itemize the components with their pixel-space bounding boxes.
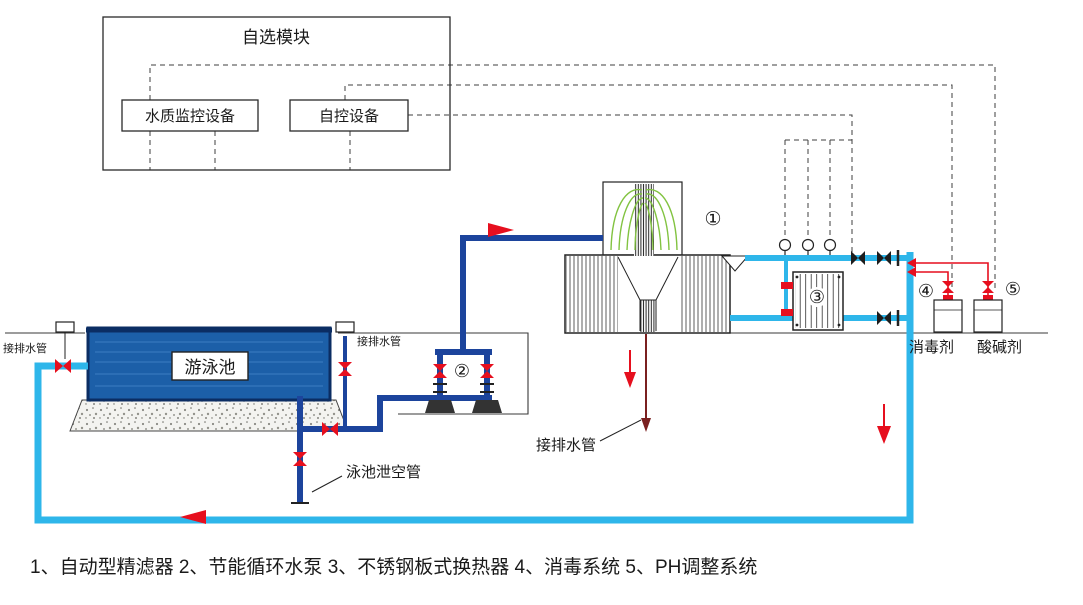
filter-hatch-left [566, 256, 618, 332]
marker-3: ③ [809, 287, 825, 307]
motor-valves [778, 238, 837, 255]
pump-units [425, 383, 502, 413]
marker-5: ⑤ [1005, 279, 1021, 299]
module-title: 自选模块 [242, 28, 310, 47]
pool-concrete-base [69, 399, 349, 432]
auto-control-box [289, 99, 409, 132]
filter-outlet-hopper [720, 255, 750, 272]
pool-name: 游泳池 [185, 358, 236, 377]
drain-right-label: 接排水管 [357, 334, 401, 348]
filter-green-distributor [610, 188, 678, 251]
hx-stub-top [781, 282, 793, 289]
flow-arrow-down-mid [624, 372, 636, 388]
pump1-valve [433, 364, 447, 378]
disinfectant-tank [933, 299, 963, 333]
tank1-pump-head [943, 295, 953, 300]
motor-valve-1 [778, 238, 792, 252]
pool-name-plate [171, 351, 249, 381]
filter-hatch-right [680, 256, 729, 332]
filter-center-column [634, 184, 654, 256]
disinfectant-label: 消毒剂 [909, 339, 954, 356]
filter-vessel [564, 181, 750, 334]
flow-arrow-tails [629, 350, 885, 426]
drain-mid-label: 接排水管 [536, 437, 596, 454]
pool-outlet-pipe [297, 395, 492, 432]
legend-caption: 1、自动型精滤器 2、节能循环水泵 3、不锈钢板式换热器 4、消毒系统 5、PH… [30, 556, 757, 578]
return-loop-pipe [34, 252, 914, 524]
marker-2-halo [452, 361, 472, 381]
marker-2: ② [454, 361, 470, 381]
left-drain-fitting [55, 321, 75, 333]
chemical-tanks [933, 299, 1003, 333]
flow-arrow-left [180, 510, 206, 524]
tank2-pump-head [983, 295, 993, 300]
control-dashed-lines [149, 64, 996, 292]
right-drain-valve [338, 362, 352, 376]
pump1-base [425, 400, 455, 413]
right-drain-fitting [335, 321, 355, 333]
optional-module-box [102, 16, 451, 171]
water-monitor-label: 水质监控设备 [145, 108, 235, 125]
empty-pipe-valve [293, 452, 307, 466]
filter-feed-pipe [460, 235, 603, 352]
flow-arrow-heads [180, 223, 891, 524]
filter-bottom-column [640, 300, 656, 332]
motor-valve-2 [801, 238, 815, 252]
auto-control-label: 自控设备 [319, 108, 379, 125]
pool-inlet-valve [55, 359, 71, 373]
hx-stub-bottom [781, 309, 793, 316]
pump2-base [472, 400, 502, 413]
filter-drain-tip [641, 418, 651, 432]
ground-lines [5, 332, 1048, 415]
marker-3-halo [807, 287, 827, 307]
manual-valves-black [851, 251, 891, 325]
empty-pipe-label: 泳池泄空管 [346, 464, 421, 481]
filter-funnel [617, 256, 679, 331]
ph-agent-tank [973, 299, 1003, 333]
module-outer-box [102, 16, 451, 171]
dosing-lines [916, 262, 989, 296]
motor-valve-3 [823, 238, 837, 252]
ph-agent-label: 酸碱剂 [977, 339, 1022, 356]
drain-left-label: 接排水管 [3, 341, 47, 355]
suction-valve [322, 422, 338, 436]
valve-upper-a [851, 251, 865, 265]
flow-arrow-down-right [877, 426, 891, 444]
valve-lower [877, 311, 891, 325]
marker-4: ④ [918, 281, 934, 301]
pump2-valve [480, 364, 494, 378]
deck-drain-fittings [55, 321, 355, 359]
marker-1: ① [704, 209, 721, 230]
flow-arrow-right [488, 223, 514, 237]
leader-lines [311, 419, 642, 493]
valve-upper-b [877, 251, 891, 265]
water-monitor-box [121, 99, 259, 132]
dosing-arrowheads [907, 258, 916, 277]
